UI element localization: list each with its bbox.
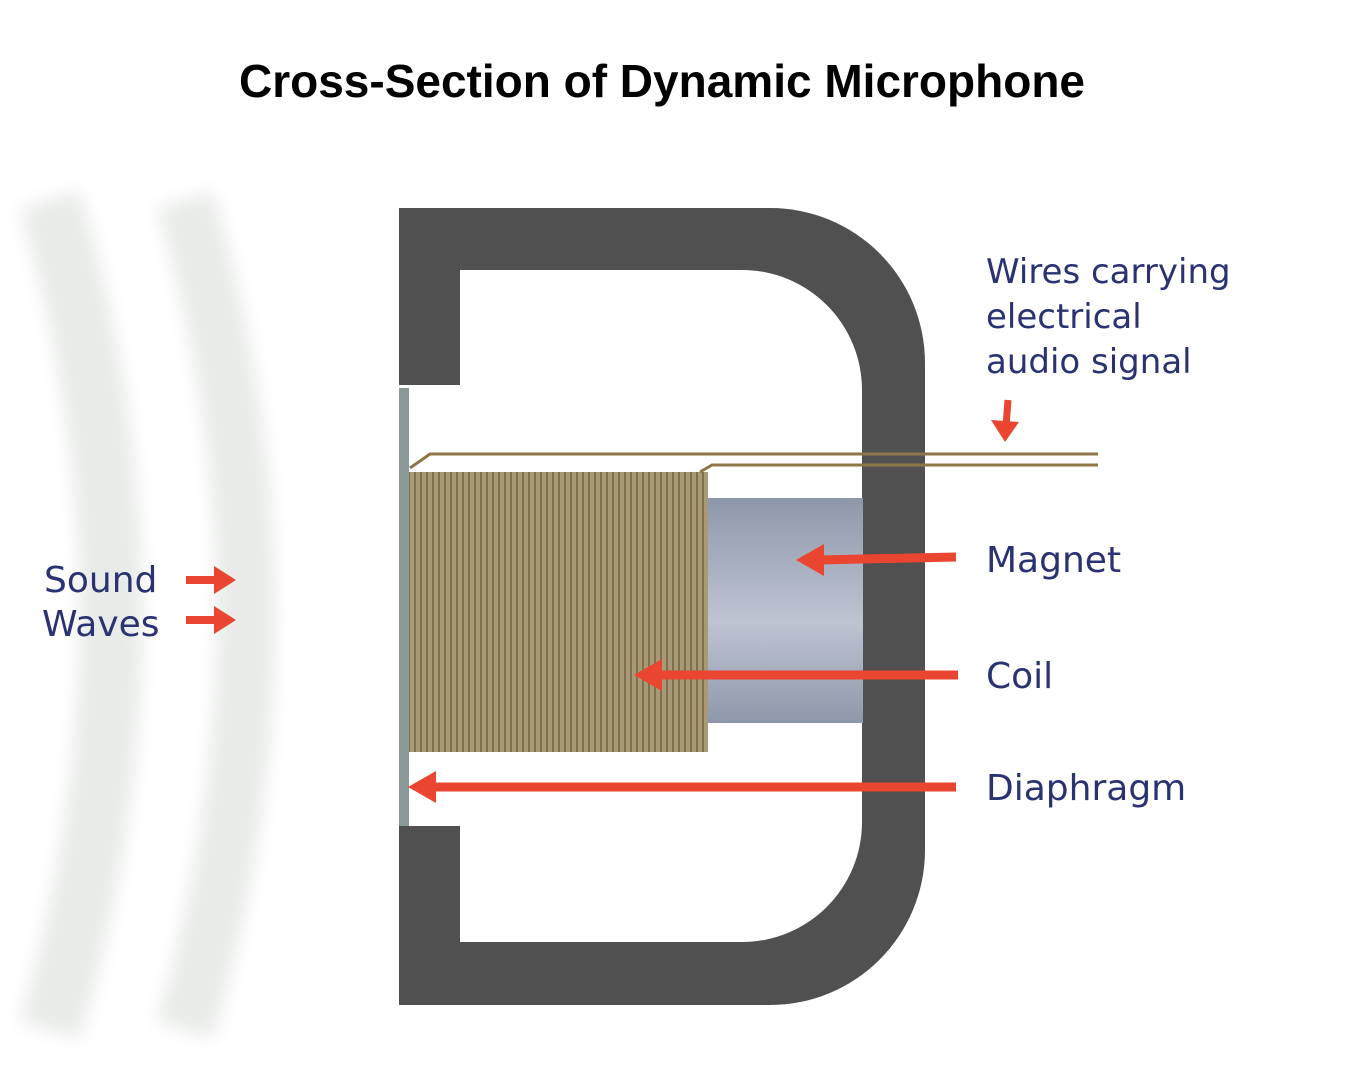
sound-waves-graphic [20, 191, 275, 1039]
labels: Sound Waves Wires carrying electrical au… [42, 252, 1231, 809]
microphone-housing [399, 208, 925, 1005]
magnet-label: Magnet [986, 540, 1121, 581]
diaphragm [399, 388, 409, 826]
diaphragm-arrow [408, 771, 956, 803]
wires-label-line2: electrical [986, 297, 1142, 337]
coil [408, 472, 708, 752]
diaphragm-label: Diaphragm [986, 768, 1186, 809]
wires-label-line1: Wires carrying [986, 252, 1231, 292]
sound-wave-arc-inner [157, 191, 275, 1039]
coil-arrow [634, 659, 958, 691]
magnet-arrow [796, 544, 957, 576]
wire-lower [699, 463, 1098, 474]
sound-label: Sound [44, 560, 157, 601]
sound-arrow-lower [186, 606, 236, 634]
wires [409, 452, 1098, 474]
wire-upper [409, 452, 1098, 470]
sound-wave-arc-outer [20, 191, 142, 1039]
magnet [704, 498, 863, 723]
diagram-title: Cross-Section of Dynamic Microphone [239, 55, 1085, 107]
sound-arrow-upper [186, 566, 236, 594]
waves-label: Waves [42, 604, 160, 645]
wires-arrow [991, 399, 1019, 442]
coil-label: Coil [986, 656, 1053, 697]
wires-label-line3: audio signal [986, 342, 1192, 382]
arrows [186, 399, 1019, 803]
